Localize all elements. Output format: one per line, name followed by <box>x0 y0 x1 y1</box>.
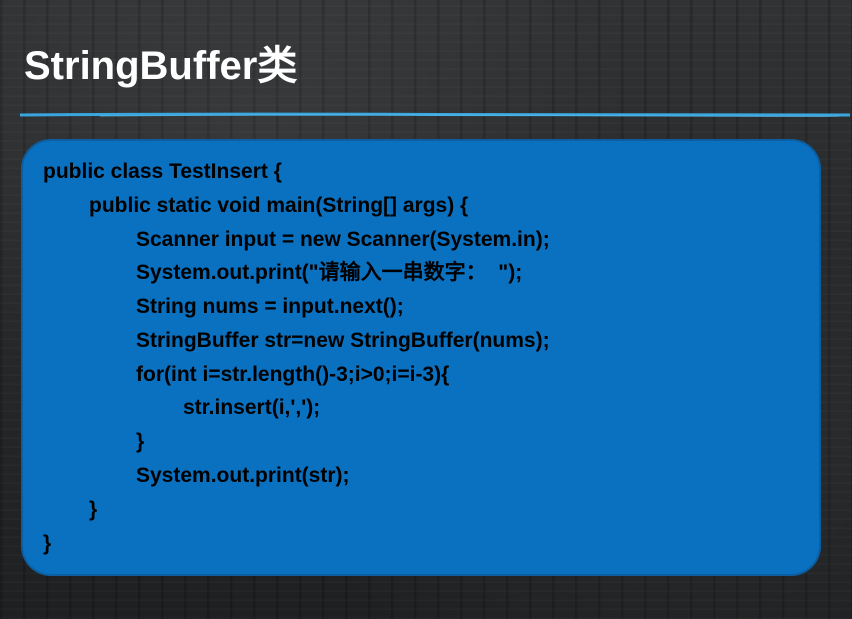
code-line: } <box>136 430 145 453</box>
title-divider <box>20 112 850 117</box>
code-panel: public class TestInsert { public static … <box>21 139 821 576</box>
code-line: System.out.print("请输入一串数字： "); <box>136 261 523 284</box>
code-line: System.out.print(str); <box>136 464 350 487</box>
code-line: } <box>89 498 98 521</box>
code-line: String nums = input.next(); <box>136 295 404 318</box>
code-line: public static void main(String[] args) { <box>89 194 469 217</box>
code-line: public class TestInsert { <box>43 160 282 183</box>
code-line: StringBuffer str=new StringBuffer(nums); <box>136 329 550 352</box>
code-line: } <box>43 532 52 555</box>
code-line: for(int i=str.length()-3;i>0;i=i-3){ <box>136 363 450 386</box>
code-line: str.insert(i,','); <box>183 396 321 419</box>
code-line: Scanner input = new Scanner(System.in); <box>136 228 550 251</box>
slide-title: StringBuffer类 <box>24 44 298 88</box>
